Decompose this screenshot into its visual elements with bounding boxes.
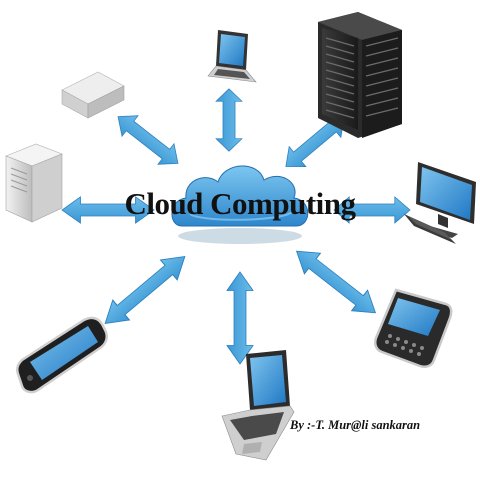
- author-byline: By :-T. Mur@li sankaran: [290, 418, 421, 432]
- cloud-icon: [171, 165, 309, 244]
- arrow-to-top-laptop: [215, 88, 243, 152]
- arrow-to-network-box: [109, 105, 187, 175]
- blackberry-phone-icon: [374, 288, 453, 368]
- laptop-icon: [221, 350, 295, 461]
- network-box-icon: [61, 71, 125, 119]
- diagram-title: Cloud Computing: [124, 186, 356, 221]
- tower-server-icon: [5, 143, 63, 223]
- server-rack-icon: [318, 12, 402, 138]
- laptop-icon: [207, 30, 257, 83]
- smartphone-icon: [15, 316, 108, 394]
- desktop-monitor-icon: [404, 162, 476, 244]
- arrow-to-bottom-laptop: [226, 271, 254, 365]
- arrow-to-blackberry: [288, 240, 384, 324]
- arrow-to-smartphone: [96, 246, 194, 334]
